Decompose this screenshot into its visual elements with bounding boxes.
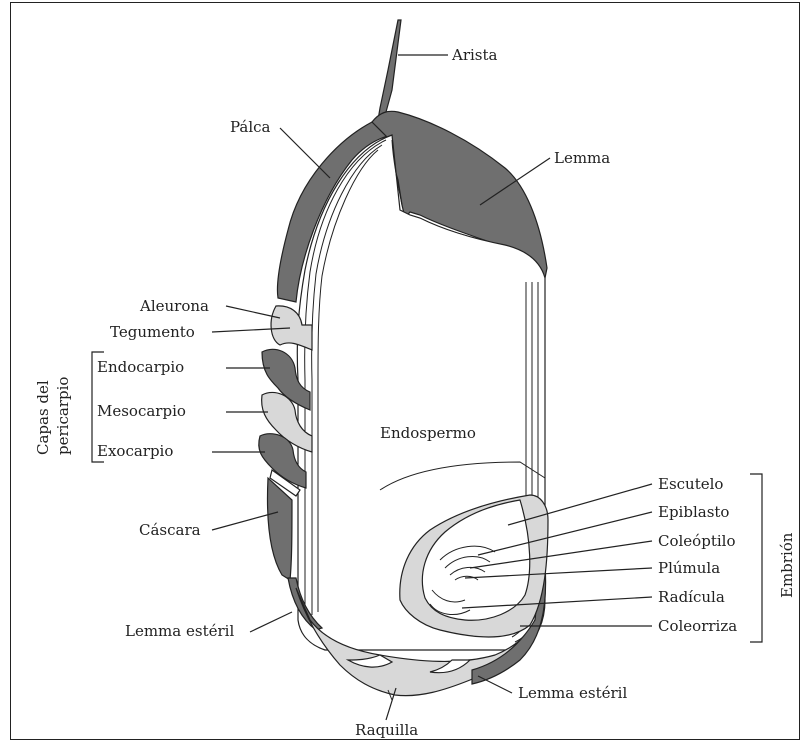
endocarpio-label: Endocarpio	[97, 358, 184, 376]
mesocarpio-label: Mesocarpio	[97, 402, 186, 420]
capas-label-line1: Capas del	[34, 380, 52, 455]
lemma-esteril-left-label: Lemma estéril	[125, 622, 234, 640]
exocarpio-label: Exocarpio	[97, 442, 173, 460]
escutelo-label: Escutelo	[658, 475, 723, 493]
palca-label: Pálca	[230, 118, 271, 136]
plumula-label: Plúmula	[658, 559, 720, 577]
coleorriza-label: Coleorriza	[658, 617, 737, 635]
embrion-bracket	[750, 474, 762, 642]
arista-shape	[378, 20, 401, 120]
endospermo-label: Endospermo	[380, 424, 476, 442]
coleoptilo-label: Coleóptilo	[658, 532, 735, 550]
arista-label: Arista	[451, 46, 498, 64]
embrion-label: Embrión	[778, 532, 796, 598]
capas-label-line2: pericarpio	[54, 377, 72, 455]
cascara-shape	[268, 478, 292, 580]
raquilla-label: Raquilla	[355, 721, 418, 739]
lemma-label: Lemma	[554, 149, 610, 167]
radicula-label: Radícula	[658, 588, 725, 606]
aleurona-label: Aleurona	[139, 297, 209, 315]
tegumento-label: Tegumento	[110, 323, 195, 341]
epiblasto-label: Epiblasto	[658, 503, 729, 521]
cascara-label: Cáscara	[139, 521, 201, 539]
lemma-esteril-right-label: Lemma estéril	[518, 684, 627, 702]
